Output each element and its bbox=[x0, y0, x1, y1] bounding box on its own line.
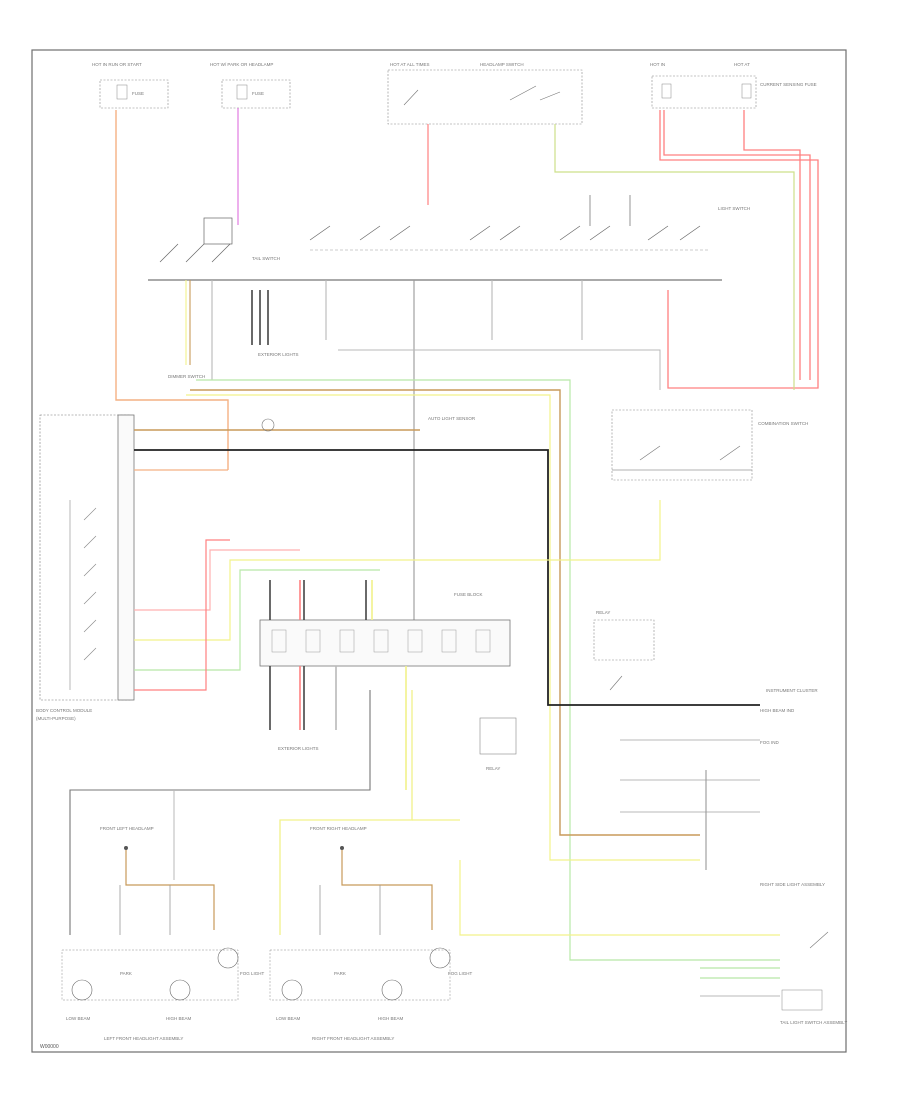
right-front-assembly-label: RIGHT FRONT HEADLIGHT ASSEMBLY bbox=[312, 1036, 394, 1041]
tail-light-switch: TAIL LIGHT SWITCH ASSEMBLY bbox=[459, 860, 847, 1025]
combination-switch: COMBINATION SWITCH bbox=[611, 409, 808, 481]
daytime-relay-label: RELAY bbox=[596, 610, 610, 615]
fog-lamp-label: FOG LIGHT bbox=[240, 971, 265, 976]
park-lamp-2-label: PARK bbox=[334, 971, 346, 976]
auto-light-sensor: AUTO LIGHT SENSOR bbox=[261, 416, 476, 432]
tail-switch-label: TAIL SWITCH bbox=[252, 256, 280, 261]
fog-lamp-2-label: FOG LIGHT bbox=[448, 971, 473, 976]
wire-bcm-dark bbox=[134, 449, 760, 706]
right-relay-label: RELAY bbox=[486, 766, 500, 771]
instrument-cluster-label: INSTRUMENT CLUSTER bbox=[766, 688, 818, 693]
fuse-1-label: FUSE bbox=[132, 91, 144, 96]
high-beam-label: HIGH BEAM bbox=[166, 1016, 192, 1021]
fuse-2-label: FUSE bbox=[252, 91, 264, 96]
wire-bcm-green bbox=[134, 569, 380, 671]
left-front-headlamp: FRONT LEFT HEADLAMP LOW BEAM HIGH BEAM P… bbox=[61, 826, 265, 1041]
left-front-headlamp-label: FRONT LEFT HEADLAMP bbox=[100, 826, 154, 831]
top-fuse-left: HOT IN RUN OR START FUSE bbox=[92, 62, 169, 109]
daytime-relay: RELAY bbox=[593, 610, 655, 691]
hot-left-label: HOT IN bbox=[650, 62, 665, 67]
right-side-light-assembly-label: RIGHT SIDE LIGHT ASSEMBLY bbox=[760, 882, 825, 887]
headlamp-switch-box-label: HEADLAMP SWITCH bbox=[480, 62, 524, 67]
combination-switch-label: COMBINATION SWITCH bbox=[758, 421, 808, 426]
instrument-cluster: INSTRUMENT CLUSTER HIGH BEAM IND FOG IND bbox=[620, 688, 818, 745]
fuse-box-label: FUSE BLOCK bbox=[454, 592, 483, 597]
fuse-block: FUSE BLOCK bbox=[259, 592, 511, 667]
light-switch-contacts bbox=[159, 195, 701, 263]
high-beam-2-label: HIGH BEAM bbox=[378, 1016, 404, 1021]
top-fuse-middle: HOT W/ PARK OR HEADLAMP FUSE bbox=[210, 62, 291, 109]
wire-yellow-headlamp bbox=[279, 690, 413, 935]
left-front-assembly-label: LEFT FRONT HEADLIGHT ASSEMBLY bbox=[104, 1036, 183, 1041]
body-control-module-2-label: (MULTI-PURPOSE) bbox=[36, 716, 76, 721]
right-front-headlamp: FRONT RIGHT HEADLAMP LOW BEAM HIGH BEAM … bbox=[269, 826, 473, 1041]
wire-yellow-green bbox=[554, 124, 795, 390]
diagram-frame bbox=[31, 49, 847, 1053]
current-sensing-label: CURRENT SENSING FUSE bbox=[760, 82, 817, 87]
body-control-module: BODY CONTROL MODULE (MULTI-PURPOSE) bbox=[36, 414, 135, 721]
exterior-lights-2-label: EXTERIOR LIGHTS bbox=[278, 746, 319, 751]
wire-yellow-run bbox=[186, 394, 700, 861]
wire-red-bundle-1 bbox=[659, 110, 819, 389]
park-lamp-label: PARK bbox=[120, 971, 132, 976]
wire-brown-run bbox=[190, 389, 700, 836]
wire-bcm-red bbox=[134, 549, 300, 611]
wire-bcm-red-2 bbox=[134, 539, 230, 691]
wire-green-run bbox=[196, 379, 780, 961]
dimmer-switch-label: DIMMER SWITCH bbox=[168, 374, 205, 379]
hot-at-all-times-3-label: HOT AT ALL TIMES bbox=[390, 62, 430, 67]
fog-ind-label: FOG IND bbox=[760, 740, 779, 745]
right-front-headlamp-label: FRONT RIGHT HEADLAMP bbox=[310, 826, 367, 831]
auto-light-sensor-label: AUTO LIGHT SENSOR bbox=[428, 416, 476, 421]
wire-red-bundle-3 bbox=[743, 110, 801, 380]
footer-code: W00000 bbox=[40, 1044, 59, 1050]
hot-at-all-times-2-label: HOT W/ PARK OR HEADLAMP bbox=[210, 62, 273, 67]
wire-orange bbox=[115, 110, 229, 470]
low-beam-label: LOW BEAM bbox=[66, 1016, 91, 1021]
top-fuse-right: HOT IN HOT AT CURRENT SENSING FUSE bbox=[650, 62, 817, 109]
high-beam-ind-label: HIGH BEAM IND bbox=[760, 708, 795, 713]
right-side-wires bbox=[620, 770, 760, 870]
exterior-lights-1-label: EXTERIOR LIGHTS bbox=[258, 352, 299, 357]
hot-right-label: HOT AT bbox=[734, 62, 750, 67]
headlamp-switch-box: HOT AT ALL TIMES HEADLAMP SWITCH bbox=[387, 62, 583, 125]
fuse-block-drops bbox=[269, 580, 407, 790]
switch-drops bbox=[185, 280, 583, 640]
wire-red-bundle-2 bbox=[663, 110, 811, 380]
wire-bcm-yellow bbox=[134, 500, 661, 641]
wire-grey-run-1 bbox=[338, 349, 661, 390]
wire-grey-headlamp bbox=[69, 690, 371, 935]
light-switch-label: LIGHT SWITCH bbox=[718, 206, 750, 211]
body-control-module-label: BODY CONTROL MODULE bbox=[36, 708, 92, 713]
hot-at-all-times-1-label: HOT IN RUN OR START bbox=[92, 62, 142, 67]
low-beam-2-label: LOW BEAM bbox=[276, 1016, 301, 1021]
right-relay: RELAY bbox=[479, 717, 517, 771]
tail-light-switch-label: TAIL LIGHT SWITCH ASSEMBLY bbox=[780, 1020, 847, 1025]
